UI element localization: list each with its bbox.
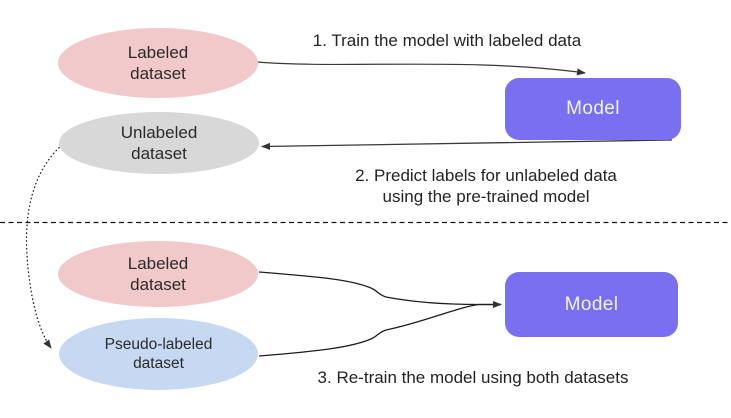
arrow-dotted-unlabeled-to-pseudo (25, 144, 63, 349)
ellipse-labeled-dataset-bottom: Labeled dataset (58, 241, 258, 307)
arrow-train-model (257, 61, 586, 76)
ellipse-pseudo-labeled-dataset: Pseudo-labeled dataset (59, 318, 258, 390)
merge-curve-labeled (258, 271, 480, 306)
arrow-predict-labels (261, 139, 673, 150)
model-box-bottom-label: Model (564, 293, 619, 315)
model-box-bottom: Model (505, 272, 678, 337)
merge-curve-pseudo-labeled (258, 303, 480, 357)
step2-label: 2. Predict labels for unlabeled data usi… (355, 166, 617, 207)
ellipse-unlabeled-dataset: Unlabeled dataset (59, 112, 259, 174)
step3-label: 3. Re-train the model using both dataset… (317, 368, 629, 387)
ellipse-labeled-dataset-top: Labeled dataset (58, 28, 258, 98)
unlabeled-dataset-label: Unlabeled dataset (120, 122, 198, 163)
pseudo-labeled-dataset-label: Pseudo-labeled dataset (104, 335, 213, 372)
model-box-top: Model (505, 78, 681, 140)
step1-label: 1. Train the model with labeled data (312, 31, 582, 50)
model-box-top-label: Model (566, 98, 620, 119)
labeled-dataset-top-label: Labeled dataset (127, 42, 189, 83)
labeled-dataset-bottom-label: Labeled dataset (127, 253, 189, 294)
